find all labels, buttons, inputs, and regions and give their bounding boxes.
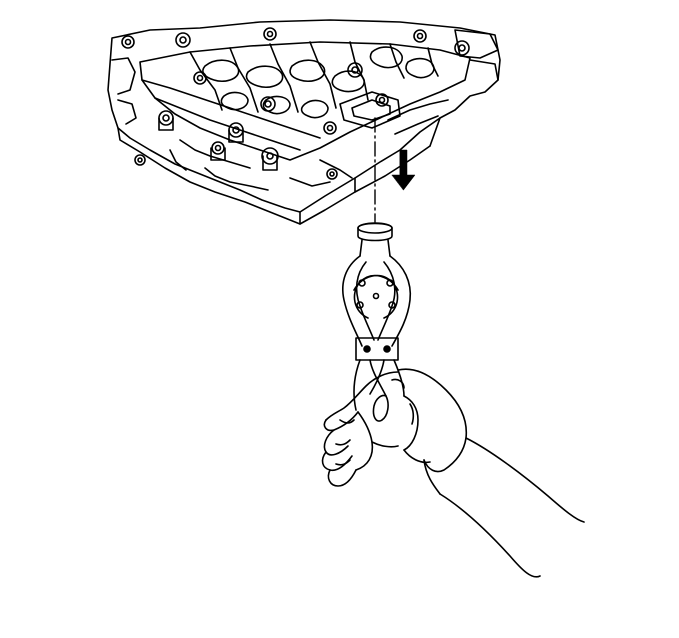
valve-body-assembly [107,19,501,225]
pliers-tool [342,222,412,422]
mounting-bolt [121,27,470,180]
hand [321,368,585,578]
removal-direction-arrow [391,149,416,191]
